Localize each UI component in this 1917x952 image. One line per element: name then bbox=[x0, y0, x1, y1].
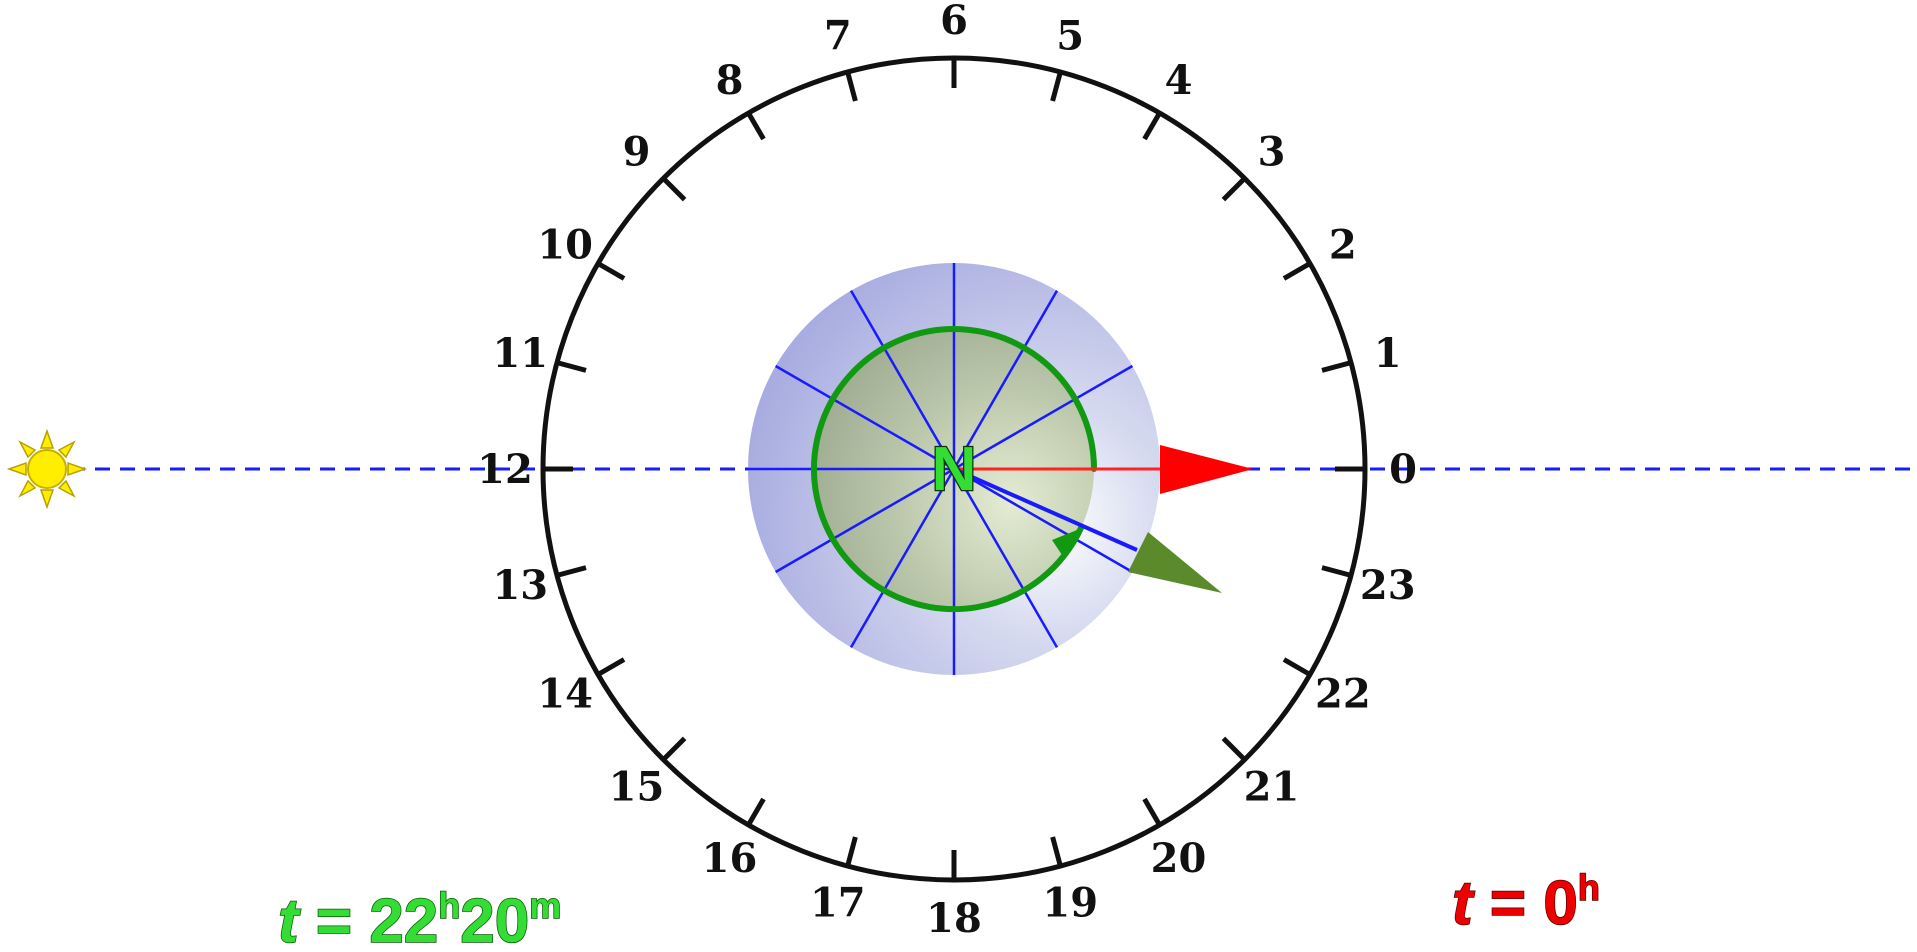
hour-tick-19 bbox=[1050, 836, 1063, 867]
hour-label-22: 22 bbox=[1315, 671, 1371, 718]
hour-label-16: 16 bbox=[702, 835, 758, 882]
hour-tick-20 bbox=[1142, 797, 1162, 827]
hour-tick-22 bbox=[1282, 657, 1312, 677]
north-pole-label: N bbox=[932, 435, 977, 504]
sun-icon bbox=[6, 428, 88, 510]
hour-label-12: 12 bbox=[477, 446, 533, 493]
hour-tick-13 bbox=[556, 565, 587, 578]
hour-tick-4 bbox=[1142, 111, 1162, 141]
hour-tick-23 bbox=[1321, 565, 1352, 578]
solar-pointer bbox=[1160, 445, 1253, 494]
hour-label-9: 9 bbox=[623, 129, 651, 176]
hour-tick-11 bbox=[556, 360, 587, 373]
hour-label-2: 2 bbox=[1329, 222, 1357, 269]
hour-label-18: 18 bbox=[926, 895, 982, 942]
hour-label-20: 20 bbox=[1151, 835, 1207, 882]
hour-tick-21 bbox=[1221, 736, 1247, 762]
hour-label-0: 0 bbox=[1389, 446, 1417, 493]
hour-tick-15 bbox=[661, 736, 687, 762]
hour-label-19: 19 bbox=[1042, 880, 1098, 927]
hour-label-21: 21 bbox=[1244, 763, 1300, 810]
hour-tick-17 bbox=[845, 836, 858, 867]
hour-tick-1 bbox=[1321, 360, 1352, 373]
hour-tick-5 bbox=[1050, 71, 1063, 102]
hour-tick-16 bbox=[746, 797, 766, 827]
hour-ticks bbox=[543, 58, 1365, 880]
hour-tick-2 bbox=[1282, 261, 1312, 281]
hour-tick-8 bbox=[746, 111, 766, 141]
hour-label-3: 3 bbox=[1258, 129, 1286, 176]
hour-tick-10 bbox=[596, 261, 626, 281]
sidereal-time-label: t = 22h20m bbox=[278, 885, 561, 952]
hour-label-23: 23 bbox=[1360, 562, 1416, 609]
hour-label-13: 13 bbox=[492, 562, 548, 609]
hour-tick-14 bbox=[596, 657, 626, 677]
solar-time-label: t = 0h bbox=[1452, 867, 1600, 938]
hour-label-17: 17 bbox=[810, 880, 866, 927]
hour-label-8: 8 bbox=[716, 57, 744, 104]
hour-label-4: 4 bbox=[1165, 57, 1193, 104]
hour-tick-9 bbox=[661, 176, 687, 202]
hour-label-11: 11 bbox=[492, 330, 548, 377]
hour-label-6: 6 bbox=[940, 0, 968, 44]
hour-label-5: 5 bbox=[1056, 12, 1084, 59]
rotation-arrowhead bbox=[1052, 528, 1082, 558]
hour-label-10: 10 bbox=[537, 222, 593, 269]
hour-label-1: 1 bbox=[1374, 330, 1402, 377]
rotation-arc bbox=[811, 326, 1097, 613]
sidereal-meridian-line bbox=[953, 467, 1138, 552]
hour-label-7: 7 bbox=[824, 12, 852, 59]
hour-label-14: 14 bbox=[537, 671, 593, 718]
sidereal-pointer bbox=[1128, 532, 1222, 593]
hour-tick-7 bbox=[845, 71, 858, 102]
hour-tick-3 bbox=[1221, 176, 1247, 202]
hour-label-15: 15 bbox=[609, 763, 665, 810]
